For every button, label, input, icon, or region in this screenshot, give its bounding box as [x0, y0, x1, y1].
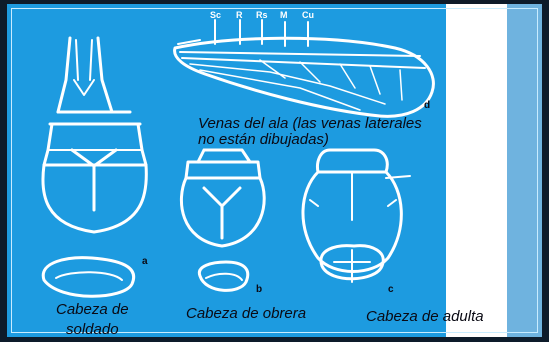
adult-letter-label: c [388, 284, 394, 295]
soldier-caption-line2: soldado [66, 321, 119, 338]
wing-caption-line2: no están dibujadas) [198, 131, 329, 148]
white-strip [446, 4, 507, 337]
wing-letter-label: d [424, 100, 431, 111]
soldier-head-drawing [41, 36, 148, 298]
light-blue-strip [507, 4, 542, 337]
worker-caption: Cabeza de obrera [186, 305, 307, 322]
worker-head-drawing [179, 148, 266, 292]
vein-label-r: R [236, 10, 243, 20]
soldier-letter-label: a [142, 256, 148, 267]
adult-head-drawing [301, 148, 411, 283]
vein-label-m: M [280, 10, 288, 20]
adult-caption: Cabeza de adulta [366, 308, 484, 325]
vein-label-cu: Cu [302, 10, 314, 20]
vein-label-rs: Rs [256, 10, 268, 20]
worker-letter-label: b [256, 284, 263, 295]
vein-label-sc: Sc [210, 10, 222, 20]
inner-border [11, 8, 538, 333]
wing-drawing [173, 19, 435, 118]
wing-caption-line1: Venas del ala (las venas laterales [198, 115, 422, 132]
soldier-caption-line1: Cabeza de [56, 301, 129, 318]
